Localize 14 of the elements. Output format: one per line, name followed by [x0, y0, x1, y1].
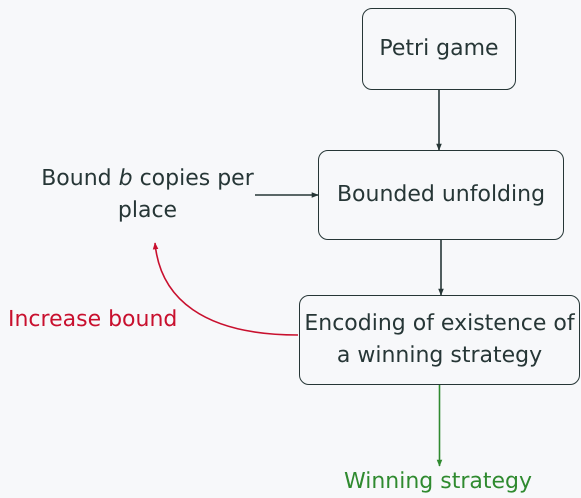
arrow: [438, 240, 444, 296]
arrow: [436, 385, 442, 467]
edge-label: Increase bound: [8, 306, 178, 334]
box-label: Bounded unfolding: [336, 181, 546, 209]
arrow: [255, 192, 319, 198]
process-box: [362, 8, 516, 90]
node-label: Winning strategy: [344, 468, 532, 496]
arrow: [436, 90, 442, 151]
process-box: [299, 295, 580, 385]
process-box: [318, 150, 564, 240]
box-label: Petri game: [379, 35, 499, 63]
node-label: Bound b copies per place: [40, 165, 255, 225]
arrow: [153, 242, 298, 336]
box-label: Encoding of existence of a winning strategy: [303, 310, 576, 370]
